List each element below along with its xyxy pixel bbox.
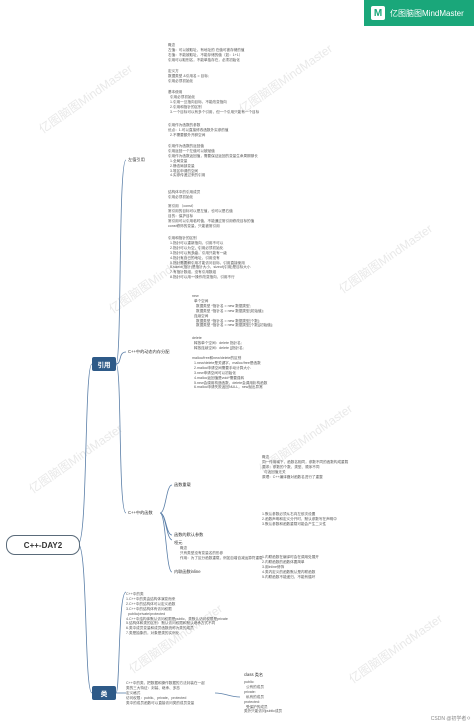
text-dummy-param: 概念 只有类型没有变量名的形参 作用：为了区分函数重载，例如自增自减运算符重载 [180,546,263,560]
text-class-intro: C++中的类 1.C++中的类由结构体演变而来 2.C++中的结构体可以定义函数… [126,592,228,636]
text-concept: 概念 左值：可以被取址，有地址的 在值可被存储的值 右值：不能被取址，不能存储的… [168,43,245,62]
node-inline-function[interactable]: 内联函数inline [174,569,201,574]
text-const-ref: 常引用 （const） 常引用的目标可以是左值，也可以是右值 目的：保护目标 常… [168,204,255,228]
text-delete: delete 释放单个空间：delete 指针名; 释放连续空间：delete … [192,336,244,350]
node-class-name[interactable]: class 类名 [244,672,264,677]
text-new: new 单个空间 数据类型 *指针名 = new 数据类型; 数据类型 *指针名… [192,294,273,328]
text-class-def: C++中的类，把数据和操作数据的方法封装在一起 类的三大特征：封装、继承、多态 … [126,681,205,705]
text-definition: 定义方 数据类型 &引用名 = 目标; 引用必须初始化 [168,69,209,83]
branch-reference[interactable]: 引用 [92,357,116,371]
node-dynamic-memory[interactable]: C++中的动态内存分配 [128,349,170,354]
text-basic-usage: 基本使用 引用必须初始化 1.引用一旦指向目标，不能改变指向 2.引用和指针的区… [168,90,260,114]
node-function-overload[interactable]: 函数重载 [174,482,191,487]
text-overload: 概念 同一作用域下，函数名相同，参数不同的函数构成重载 要求：参数的个数、类型、… [262,455,349,479]
text-default-params: 1.默认参数必须从右向左依次设置 2.函数声明和定义分开时，默认参数写在声明中 … [262,512,337,526]
brand-banner: M 亿图脑图MindMaster [364,0,474,26]
node-dummy-param[interactable]: 哑元 [174,540,183,545]
text-ref-as-param: 引用作为函数的参数 优点：1.可以直接修改函数外实参的值 2.不需要额外开辟空间 [168,123,229,137]
mindmaster-logo-icon: M [371,6,385,20]
text-malloc-vs-new: malloc/free和new/delete的区别 1.new/delete是关… [192,356,268,390]
footer-credit: CSDN @初学者ㅇ [430,716,471,722]
text-inline: 1.内联函数在编译时会在调用处展开 2.内联函数的函数体要简单 3.用inlin… [262,555,319,579]
text-ref-as-return: 引用作为函数的返回值 引用返回一个左值可以被赋值 引用作为函数返回值，需要保证返… [168,144,258,178]
brand-name: 亿图脑图MindMaster [390,8,464,18]
node-default-params[interactable]: 函数的默认参数 [174,532,204,537]
text-struct-ref: 结构体中的引用成员 引用必须初始化 [168,190,201,199]
root-topic[interactable]: C++-DAY2 [6,535,80,555]
node-cpp-functions[interactable]: C++中的函数 [128,510,153,515]
text-ref-vs-pointer: 引用和指针的区别 1.指针可以重新指向，引用不可以 2.指针可以为空，引用必须初… [168,236,251,280]
branch-class[interactable]: 类 [92,686,116,700]
node-lvalue-reference[interactable]: 左值引用 [128,157,145,162]
text-access: public: 公有的成员 private: 私有的成员 protected: … [244,680,283,714]
